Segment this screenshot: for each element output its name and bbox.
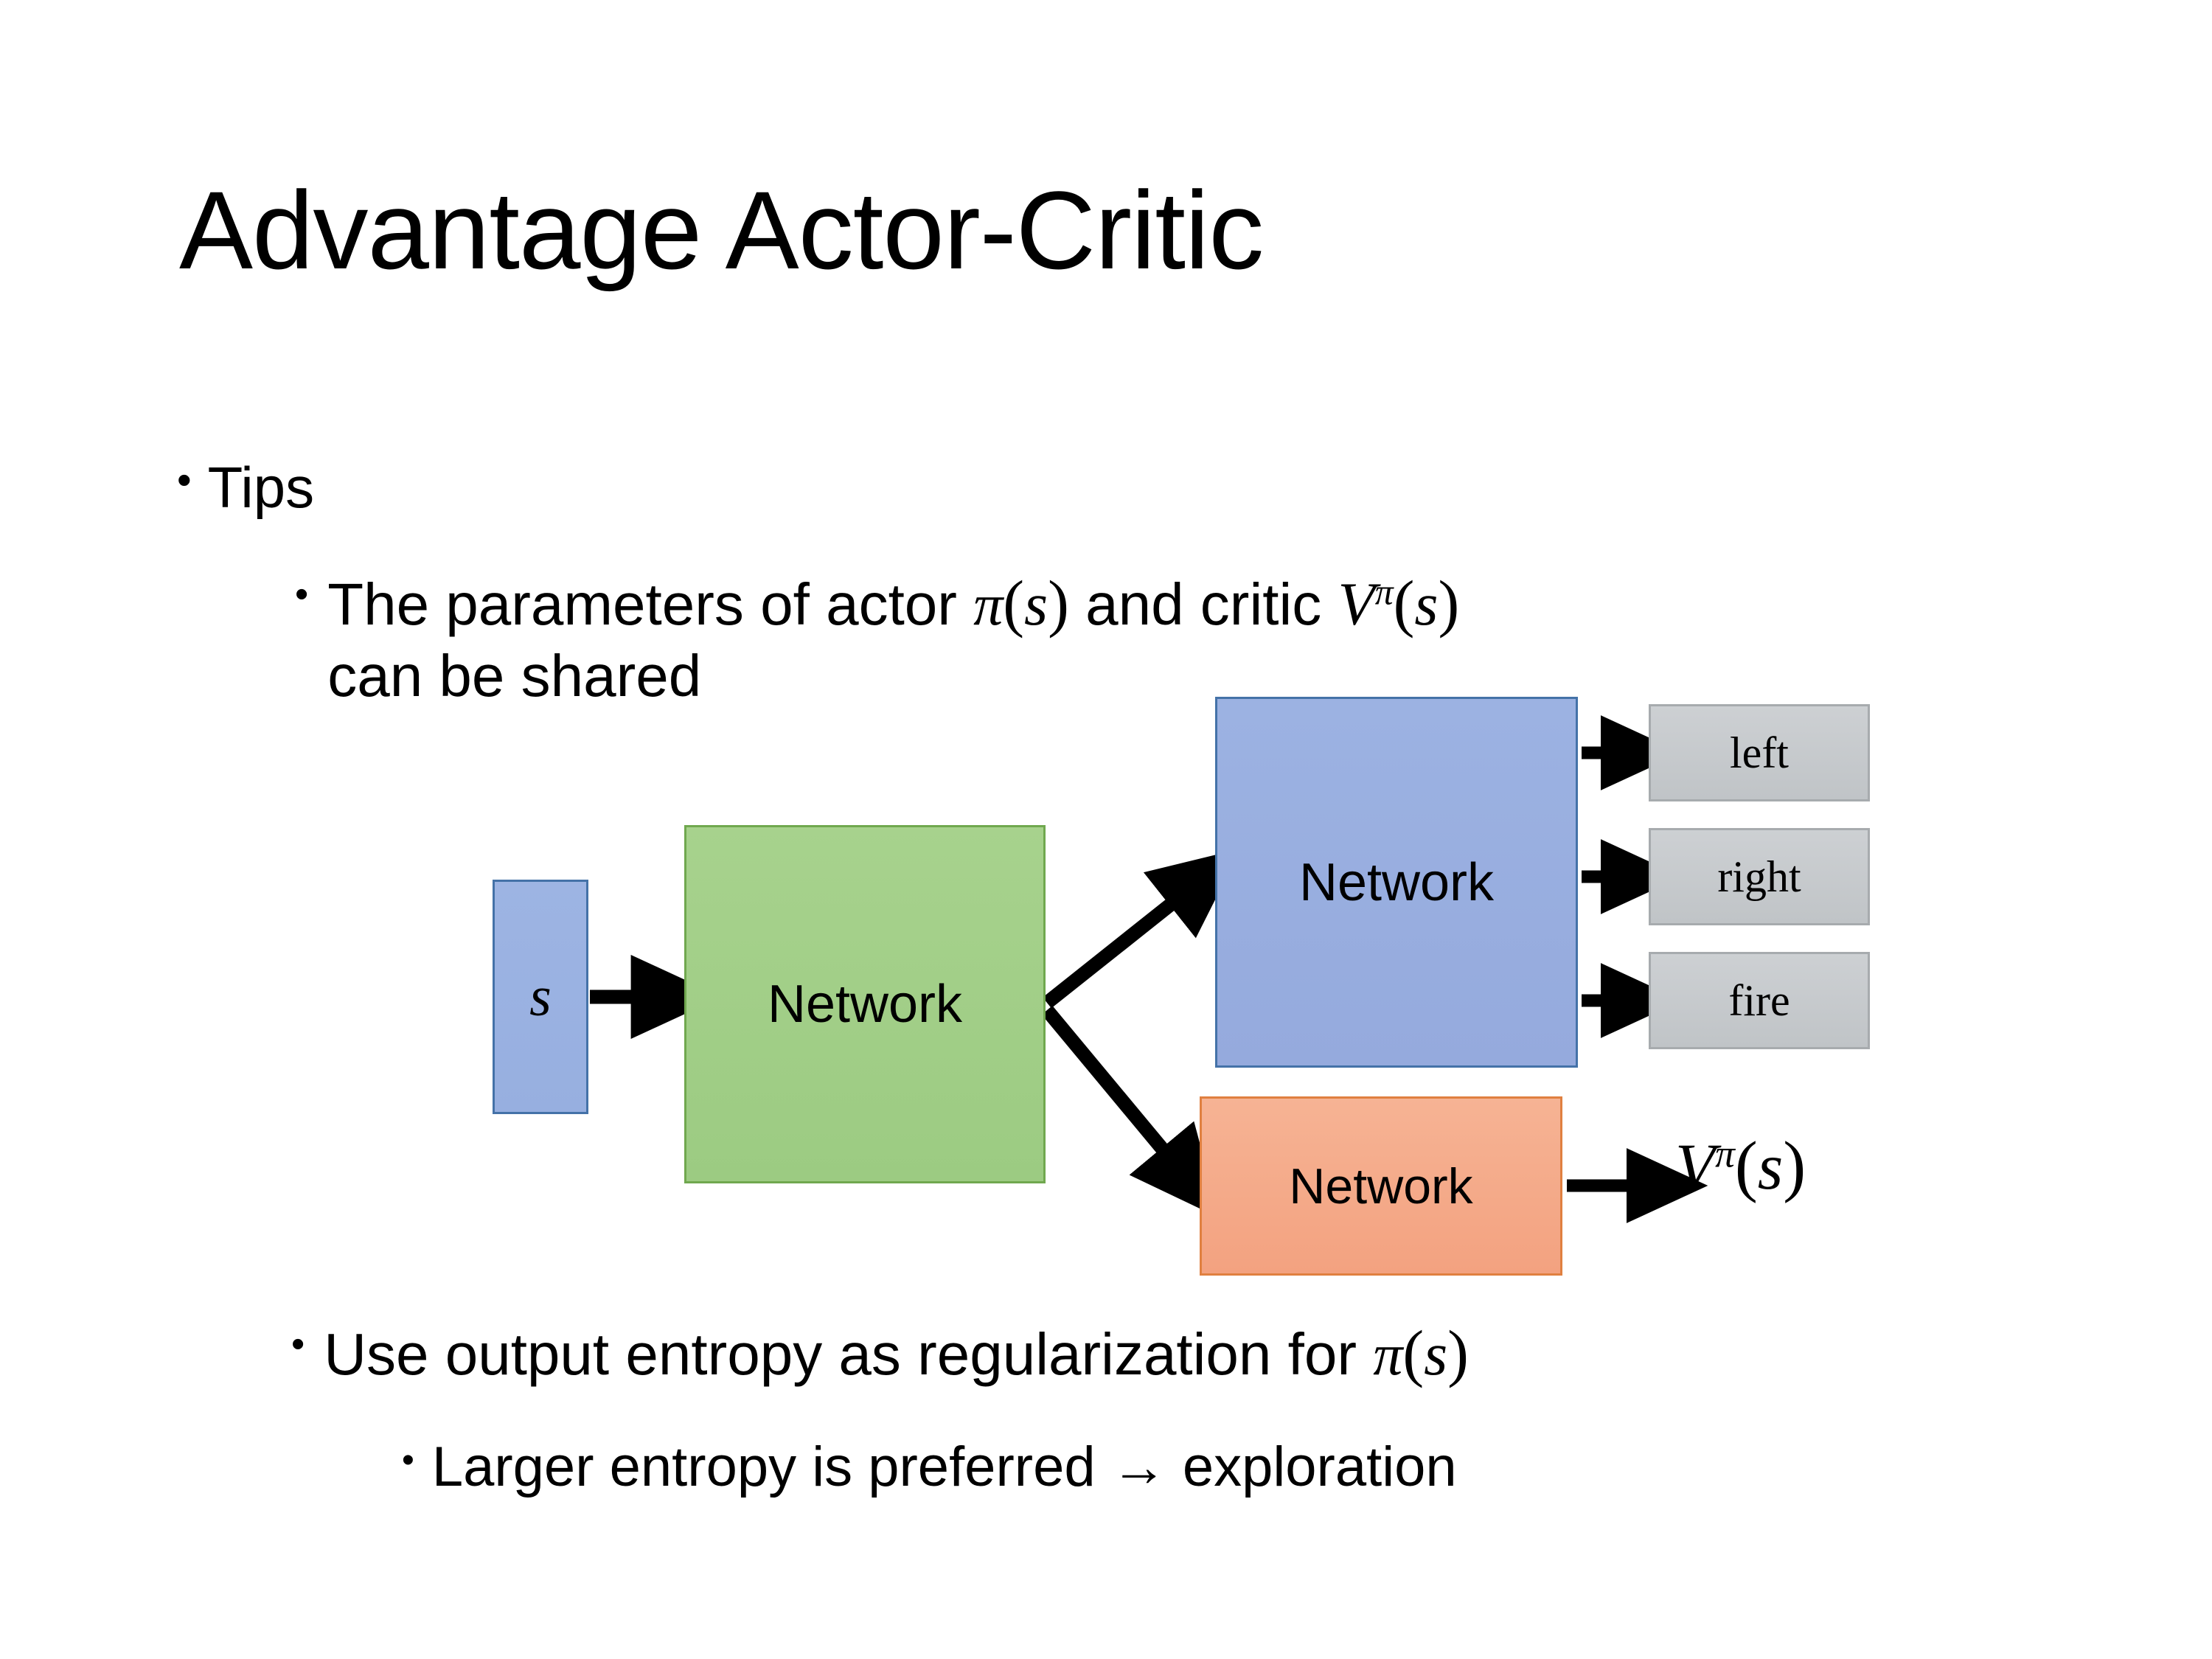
action-output-label: fire — [1728, 975, 1790, 1025]
bullet-larger-entropy: • Larger entropy is preferred → explorat… — [402, 1434, 2098, 1500]
action-output-right[interactable]: right — [1649, 828, 1870, 925]
v-symbol: V — [1338, 571, 1375, 638]
page-title: Advantage Actor-Critic — [179, 168, 1264, 292]
bullet-entropy-text: Use output entropy as regularization for… — [324, 1316, 2061, 1391]
pi-symbol: π — [973, 573, 1004, 638]
critic-network-label: Network — [1289, 1158, 1473, 1214]
pi-superscript: π — [1374, 571, 1394, 613]
state-input-label: s — [529, 965, 552, 1028]
bullet-larger-label: Larger entropy is preferred → exploratio… — [431, 1436, 1457, 1498]
bullet-marker: • — [402, 1441, 414, 1480]
paren-close: ) — [1447, 1318, 1469, 1388]
entropy-text-prefix: Use output entropy as regularization for — [324, 1321, 1374, 1387]
paren-open: ( — [1402, 1318, 1425, 1388]
bullet-shared-text: The parameters of actor π(s) and critic … — [327, 566, 2065, 711]
bullet-tips-label: Tips — [207, 455, 315, 520]
state-symbol: s — [1424, 1321, 1448, 1388]
arrow-shared-to-critic — [1041, 1005, 1220, 1218]
bullet-shared-parameters: • The parameters of actor π(s) and criti… — [295, 566, 2065, 711]
paren-close: ) — [1438, 568, 1460, 639]
action-output-label: right — [1717, 852, 1801, 901]
bullet-tips: • Tips — [177, 453, 314, 521]
critic-network-box[interactable]: Network — [1200, 1096, 1562, 1276]
action-output-left[interactable]: left — [1649, 704, 1870, 801]
pi-symbol: π — [1373, 1323, 1403, 1388]
value-function-label: Vπ(s) — [1675, 1127, 1806, 1206]
state-input-box[interactable]: s — [493, 880, 588, 1114]
action-output-label: left — [1730, 728, 1789, 777]
actor-network-box[interactable]: Network — [1215, 697, 1578, 1068]
paren-open: ( — [1734, 1128, 1758, 1204]
shared-network-label: Network — [767, 975, 963, 1034]
state-symbol: s — [1757, 1131, 1784, 1203]
bullet-marker: • — [295, 573, 309, 616]
pi-superscript: π — [1715, 1131, 1735, 1176]
bullet-marker: • — [177, 456, 192, 503]
paren-close: ) — [1048, 568, 1069, 639]
paren-close: ) — [1783, 1128, 1806, 1204]
v-symbol: V — [1675, 1131, 1716, 1203]
shared-line1-middle: and critic — [1068, 571, 1338, 637]
actor-network-label: Network — [1298, 852, 1495, 912]
state-symbol: s — [1414, 571, 1439, 638]
paren-open: ( — [1393, 568, 1415, 639]
bullet-marker: • — [291, 1323, 305, 1366]
state-symbol: s — [1024, 571, 1048, 638]
shared-line1-prefix: The parameters of actor — [327, 571, 974, 637]
arrow-shared-to-actor — [1043, 848, 1242, 1009]
shared-network-box[interactable]: Network — [684, 825, 1046, 1183]
shared-line2: can be shared — [327, 642, 702, 709]
bullet-entropy-regularization: • Use output entropy as regularization f… — [291, 1316, 2061, 1391]
paren-open: ( — [1003, 568, 1025, 639]
action-output-fire[interactable]: fire — [1649, 952, 1870, 1049]
